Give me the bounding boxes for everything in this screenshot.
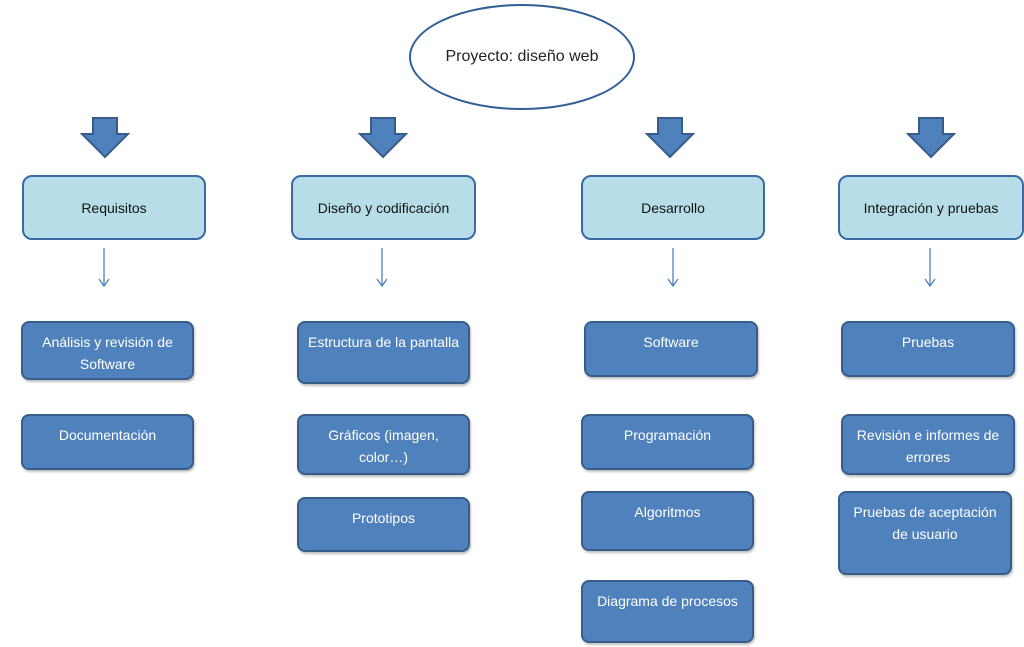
header-desarrollo: Desarrollo (581, 175, 765, 240)
header-label: Desarrollo (641, 199, 705, 216)
arrow-down-icon (906, 117, 956, 159)
header-integracion: Integración y pruebas (838, 175, 1024, 240)
task-label: Diagrama de procesos (597, 593, 738, 609)
task-label: Pruebas (901, 334, 955, 350)
task-label: Análisis y revisión de Software (42, 334, 173, 372)
connector-arrow-icon (924, 248, 936, 288)
connector-arrow-icon (667, 248, 679, 288)
task-prototipos: Prototipos (297, 497, 470, 552)
arrow-down-icon (358, 117, 408, 159)
task-label: Algoritmos (634, 504, 701, 520)
arrow-down-icon (80, 117, 130, 159)
task-label: Pruebas de aceptación de usuario (853, 504, 997, 542)
task-programacion: Programación (581, 414, 754, 470)
task-estructura: Estructura de la pantalla (297, 321, 470, 384)
root-label: Proyecto: diseño web (445, 48, 599, 65)
task-label: Programación (623, 427, 712, 443)
task-documentacion: Documentación (21, 414, 194, 470)
task-analisis: Análisis y revisión de Software (21, 321, 194, 380)
task-diagrama: Diagrama de procesos (581, 580, 754, 643)
task-label: Documentación (58, 427, 157, 443)
task-pruebas: Pruebas (841, 321, 1015, 377)
task-algoritmos: Algoritmos (581, 491, 754, 551)
header-label: Integración y pruebas (863, 199, 999, 216)
header-label: Diseño y codificación (317, 199, 450, 216)
connector-arrow-icon (376, 248, 388, 288)
task-revision: Revisión e informes de errores (841, 414, 1015, 475)
header-label: Requisitos (81, 199, 147, 216)
connector-arrow-icon (98, 248, 110, 288)
arrow-down-icon (645, 117, 695, 159)
task-label: Gráficos (imagen, color…) (328, 427, 439, 465)
task-label: Prototipos (351, 510, 416, 526)
task-software: Software (584, 321, 758, 377)
root-node: Proyecto: diseño web (409, 4, 635, 110)
task-label: Estructura de la pantalla (308, 334, 459, 350)
header-diseno: Diseño y codificación (291, 175, 476, 240)
task-label: Revisión e informes de errores (856, 427, 1000, 465)
task-graficos: Gráficos (imagen, color…) (297, 414, 470, 475)
header-requisitos: Requisitos (22, 175, 206, 240)
task-aceptacion: Pruebas de aceptación de usuario (838, 491, 1012, 575)
task-label: Software (643, 334, 699, 350)
